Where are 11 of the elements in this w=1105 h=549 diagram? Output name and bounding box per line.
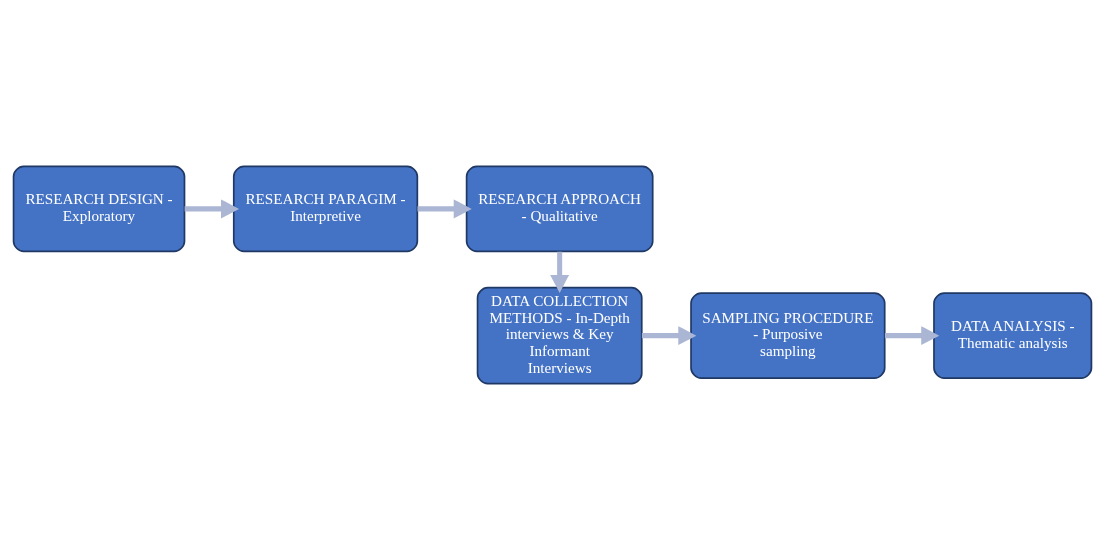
arrow bbox=[184, 198, 240, 218]
node-box: RESEARCH APPROACH - Qualitative bbox=[465, 165, 654, 252]
arrow bbox=[550, 251, 570, 293]
node-box: RESEARCH DESIGN - Exploratory bbox=[12, 165, 186, 252]
arrow bbox=[884, 325, 940, 345]
arrow bbox=[641, 325, 697, 345]
node-box: DATA COLLECTION METHODS - In-Depth interviews & Key Informant Interviews bbox=[476, 286, 643, 384]
node-box: SAMPLING PROCEDURE - Purposive sampling bbox=[690, 291, 886, 379]
node-box: RESEARCH PARAGIM - Interpretive bbox=[232, 165, 419, 252]
node-box: DATA ANALYSIS - Thematic analysis bbox=[933, 291, 1093, 379]
arrow bbox=[417, 198, 472, 218]
